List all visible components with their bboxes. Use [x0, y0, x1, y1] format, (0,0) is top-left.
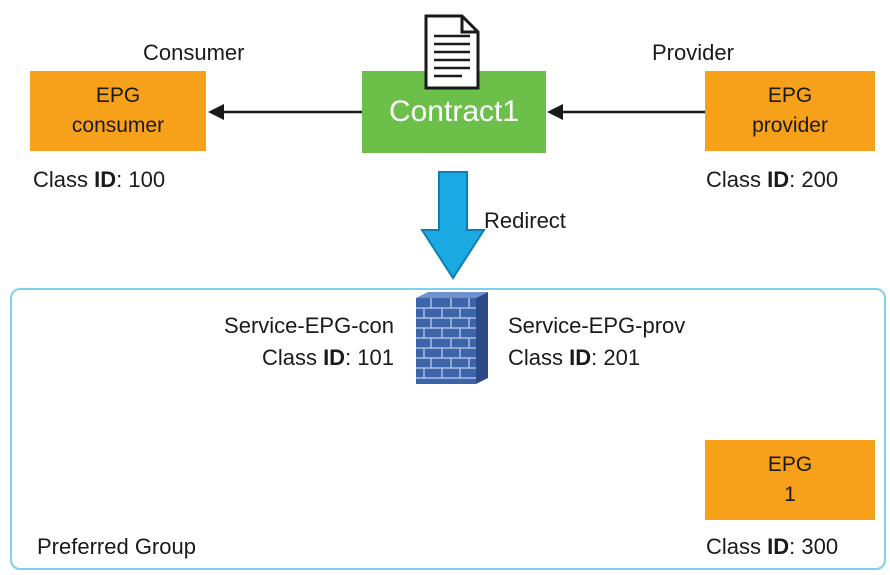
consumer-class-value: : 100: [116, 167, 166, 192]
service-epg-prov: Service-EPG-prov Class ID: 201: [508, 313, 685, 371]
preferred-group-label: Preferred Group: [37, 534, 196, 559]
provider-class-value: : 200: [789, 167, 839, 192]
provider-class-id: Class ID: 200: [706, 167, 838, 193]
document-icon: [424, 14, 480, 90]
epg-provider-box: EPG provider: [705, 71, 875, 151]
epg-1-class-value: : 300: [789, 534, 839, 559]
epg-consumer-box: EPG consumer: [30, 71, 206, 151]
epg-consumer-line1: EPG: [95, 84, 141, 107]
provider-class-key: ID: [767, 167, 790, 192]
epg-1-box: EPG 1: [705, 440, 875, 520]
arrow-provider-to-contract: [547, 104, 705, 120]
service-con-class-prefix: Class: [261, 345, 324, 370]
contract-label: Contract1: [388, 95, 520, 128]
service-epg-prov-name: Service-EPG-prov: [508, 313, 686, 338]
service-con-class-value: : 101: [345, 345, 394, 370]
service-prov-class-value: : 201: [591, 345, 641, 370]
epg-1-class-key: ID: [767, 534, 790, 559]
epg-1-line2: 1: [784, 483, 796, 506]
epg-provider-line2: provider: [752, 114, 828, 137]
contract-box: Contract1: [362, 71, 546, 153]
service-prov-class-prefix: Class: [508, 345, 570, 370]
consumer-class-prefix: Class: [33, 167, 95, 192]
service-epg-con-class-id: Class ID: 101: [224, 345, 394, 371]
service-con-class-key: ID: [323, 345, 346, 370]
firewall-icon: [416, 292, 488, 384]
consumer-class-key: ID: [94, 167, 117, 192]
service-epg-prov-class-id: Class ID: 201: [508, 345, 685, 371]
service-epg-con-name: Service-EPG-con: [224, 313, 394, 338]
preferred-group-box: [10, 288, 886, 570]
arrow-contract-to-consumer: [208, 104, 362, 120]
epg-1-line1: EPG: [767, 453, 813, 476]
epg-consumer-line2: consumer: [71, 114, 165, 137]
down-arrow-icon: [420, 171, 486, 280]
epg-1-class-prefix: Class: [706, 534, 768, 559]
consumer-role-label: Consumer: [143, 40, 245, 65]
provider-class-prefix: Class: [706, 167, 768, 192]
consumer-class-id: Class ID: 100: [33, 167, 165, 193]
service-prov-class-key: ID: [569, 345, 592, 370]
epg-1-class-id: Class ID: 300: [706, 534, 838, 560]
provider-role-label: Provider: [652, 40, 734, 65]
service-epg-con: Service-EPG-con Class ID: 101: [224, 313, 394, 371]
epg-provider-line1: EPG: [767, 84, 813, 107]
redirect-label: Redirect: [484, 208, 566, 233]
